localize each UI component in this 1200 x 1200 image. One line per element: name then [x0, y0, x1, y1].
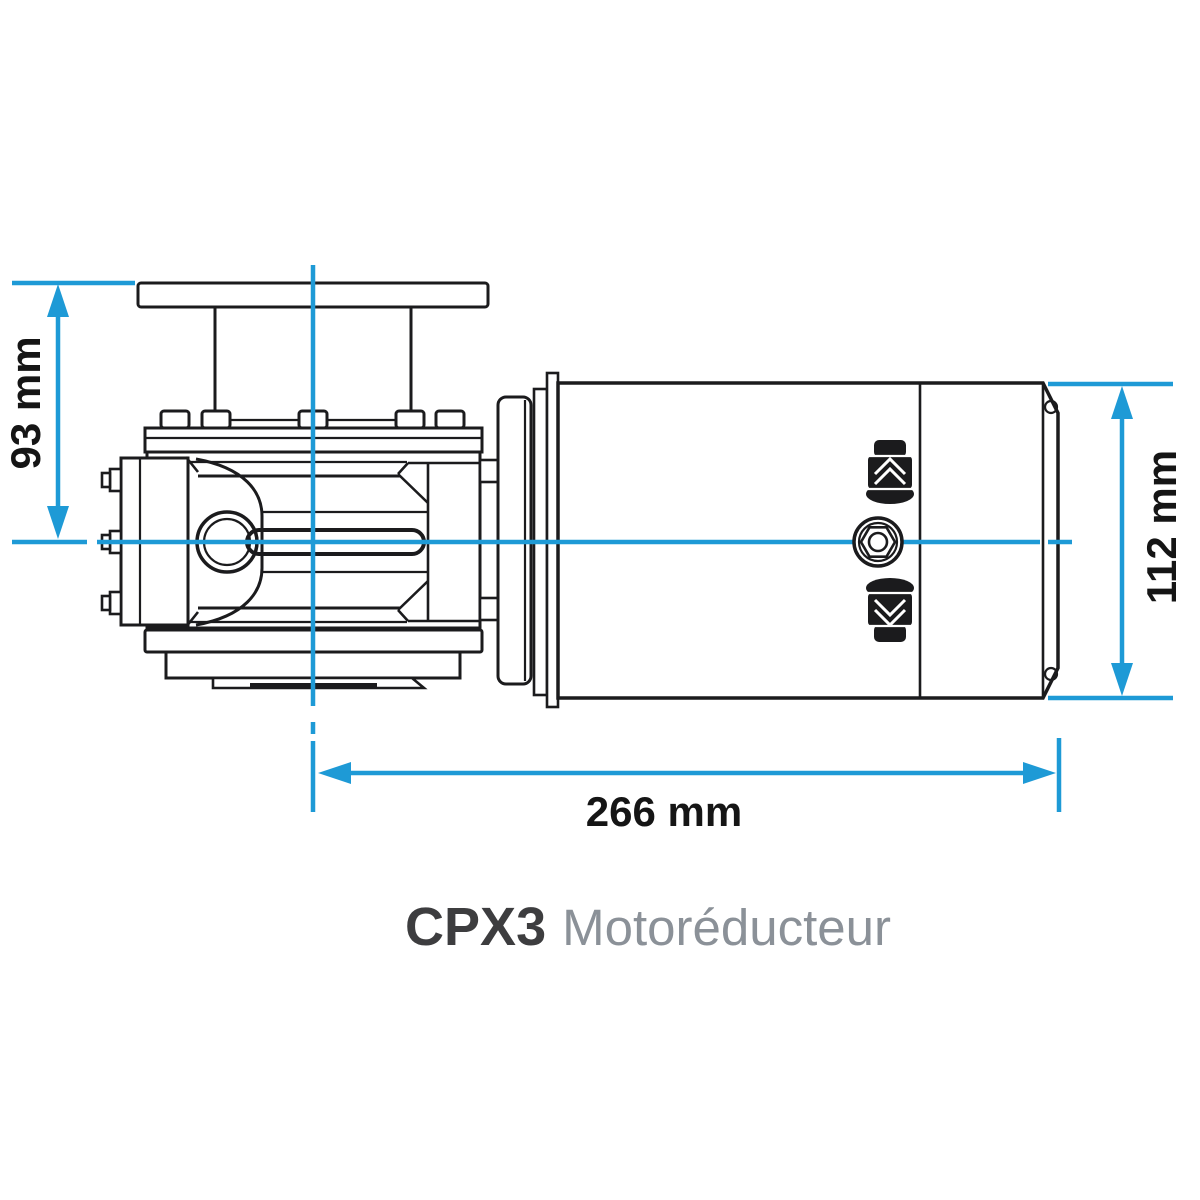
dimension-112: 112 mm [1048, 381, 1185, 701]
arrow-right-icon [1023, 762, 1056, 784]
gearbox-drawing [100, 281, 500, 690]
arrow-up-icon [47, 284, 69, 317]
dimension-93-label: 93 mm [2, 336, 49, 469]
terminal-bolt-top [866, 440, 914, 504]
motor-terminal-bolts [852, 440, 914, 642]
product-model: CPX3 [405, 897, 546, 957]
arrow-down-icon [1111, 663, 1133, 696]
drawing-title: CPX3 Motoréducteur [405, 897, 891, 957]
terminal-hex-plug-middle [852, 516, 904, 568]
end-cap-boss-bottom [1043, 666, 1059, 682]
dimension-266-label: 266 mm [586, 788, 742, 835]
dimension-93: 93 mm [2, 280, 135, 539]
product-subtitle: Motoréducteur [562, 899, 891, 956]
end-cap-boss-top [1043, 399, 1059, 415]
dimension-266: 266 mm [310, 738, 1062, 835]
terminal-bolt-bottom [866, 578, 914, 642]
connector-block-top [478, 458, 500, 484]
connector-block-bottom [478, 596, 500, 622]
arrow-down-icon [47, 506, 69, 539]
arrow-left-icon [318, 762, 351, 784]
dimension-112-label: 112 mm [1138, 450, 1185, 604]
arrow-up-icon [1111, 386, 1133, 419]
pedestal-column [213, 307, 413, 411]
